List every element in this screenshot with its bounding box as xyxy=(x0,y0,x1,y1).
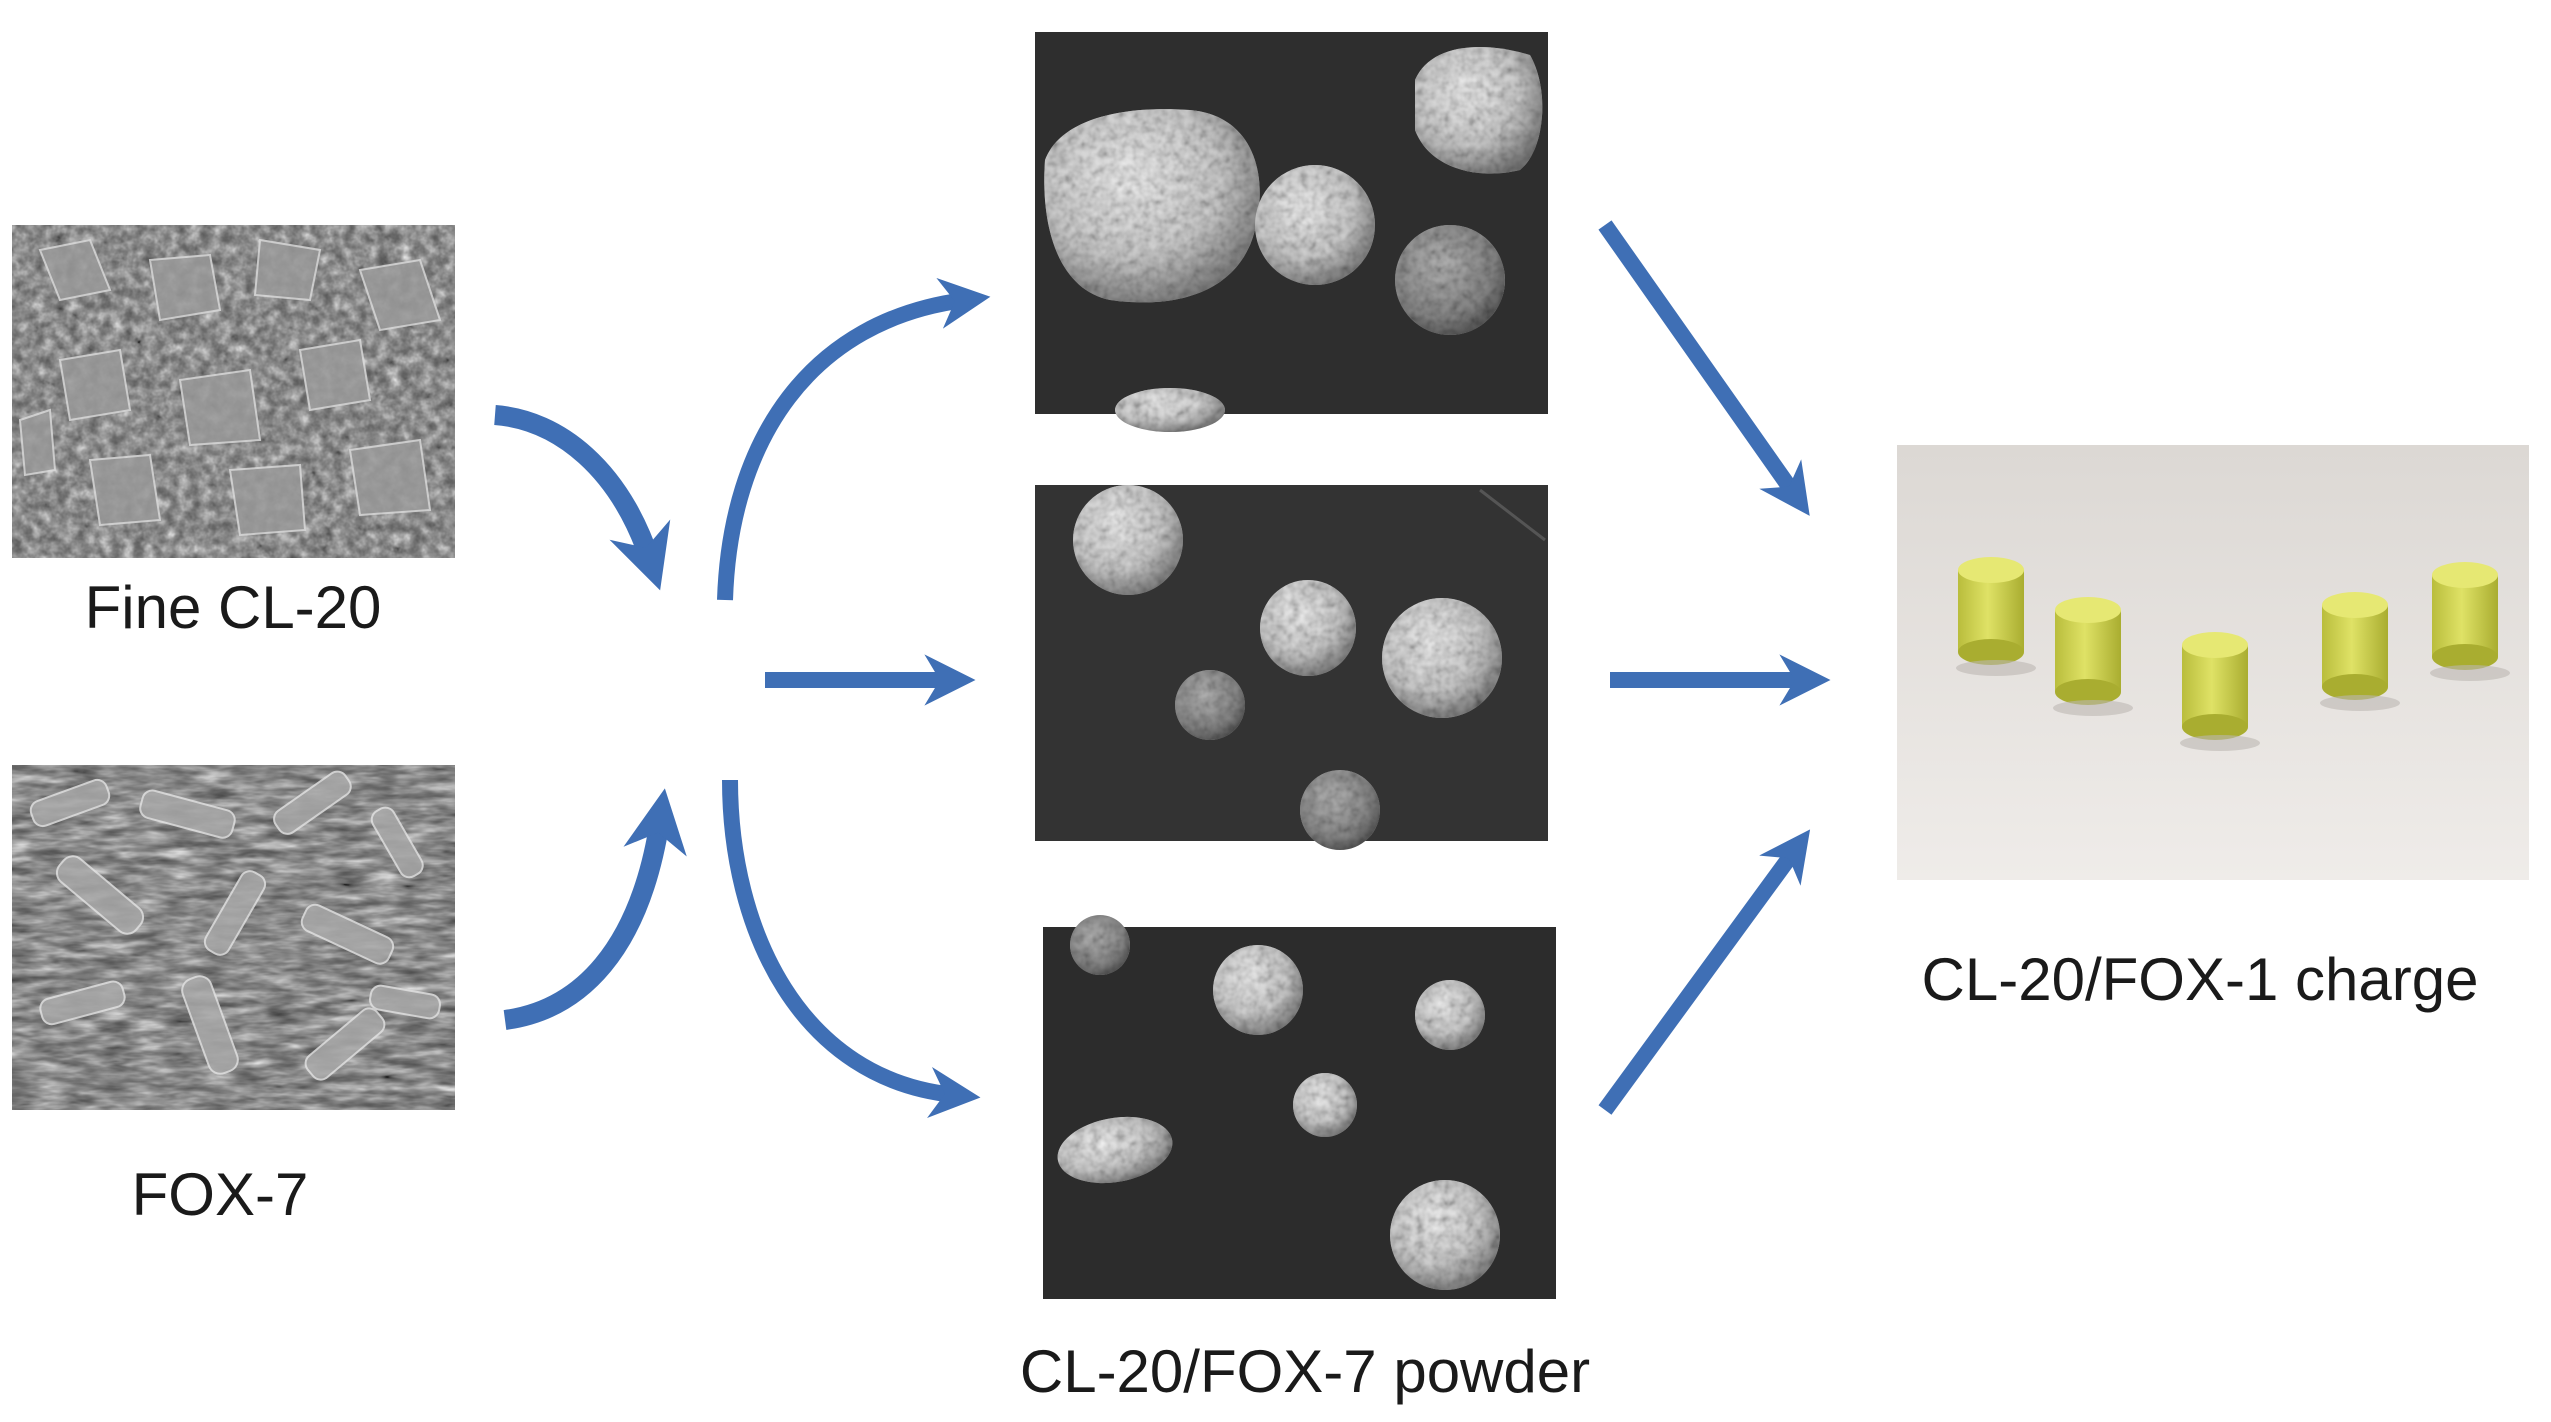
arrow-powder-top-to-charge xyxy=(1598,220,1810,516)
fox7-label: FOX-7 xyxy=(132,1161,309,1228)
fox7-sem-image xyxy=(12,765,455,1110)
fine-cl20-label: Fine CL-20 xyxy=(85,574,382,641)
charge-pellets xyxy=(1956,557,2510,751)
powder-sem-image-top xyxy=(1035,32,1548,432)
charge-label: CL-20/FOX-1 charge xyxy=(1922,946,2479,1013)
powder-sem-image-bottom xyxy=(1043,915,1556,1299)
split-arrows xyxy=(717,277,991,1118)
arrow-mix-to-powder-top xyxy=(717,277,991,601)
pellet xyxy=(2180,632,2260,751)
powder-label: CL-20/FOX-7 powder xyxy=(1020,1338,1590,1405)
pellet xyxy=(2053,597,2133,716)
pellet xyxy=(1956,557,2036,676)
merge-arrows xyxy=(1598,220,1831,1115)
input-arrows xyxy=(493,405,687,1030)
powder-sem-image-middle xyxy=(1035,485,1548,850)
pellet xyxy=(2430,562,2510,681)
arrow-powder-bottom-to-charge xyxy=(1598,829,1811,1115)
arrow-fox7-to-mix xyxy=(503,788,687,1030)
pellet xyxy=(2320,592,2400,711)
fine-cl20-sem-image xyxy=(12,225,455,558)
charge-photo xyxy=(1897,445,2529,880)
arrow-mix-to-powder-bottom xyxy=(722,779,981,1118)
arrow-cl20-to-mix xyxy=(493,405,671,591)
